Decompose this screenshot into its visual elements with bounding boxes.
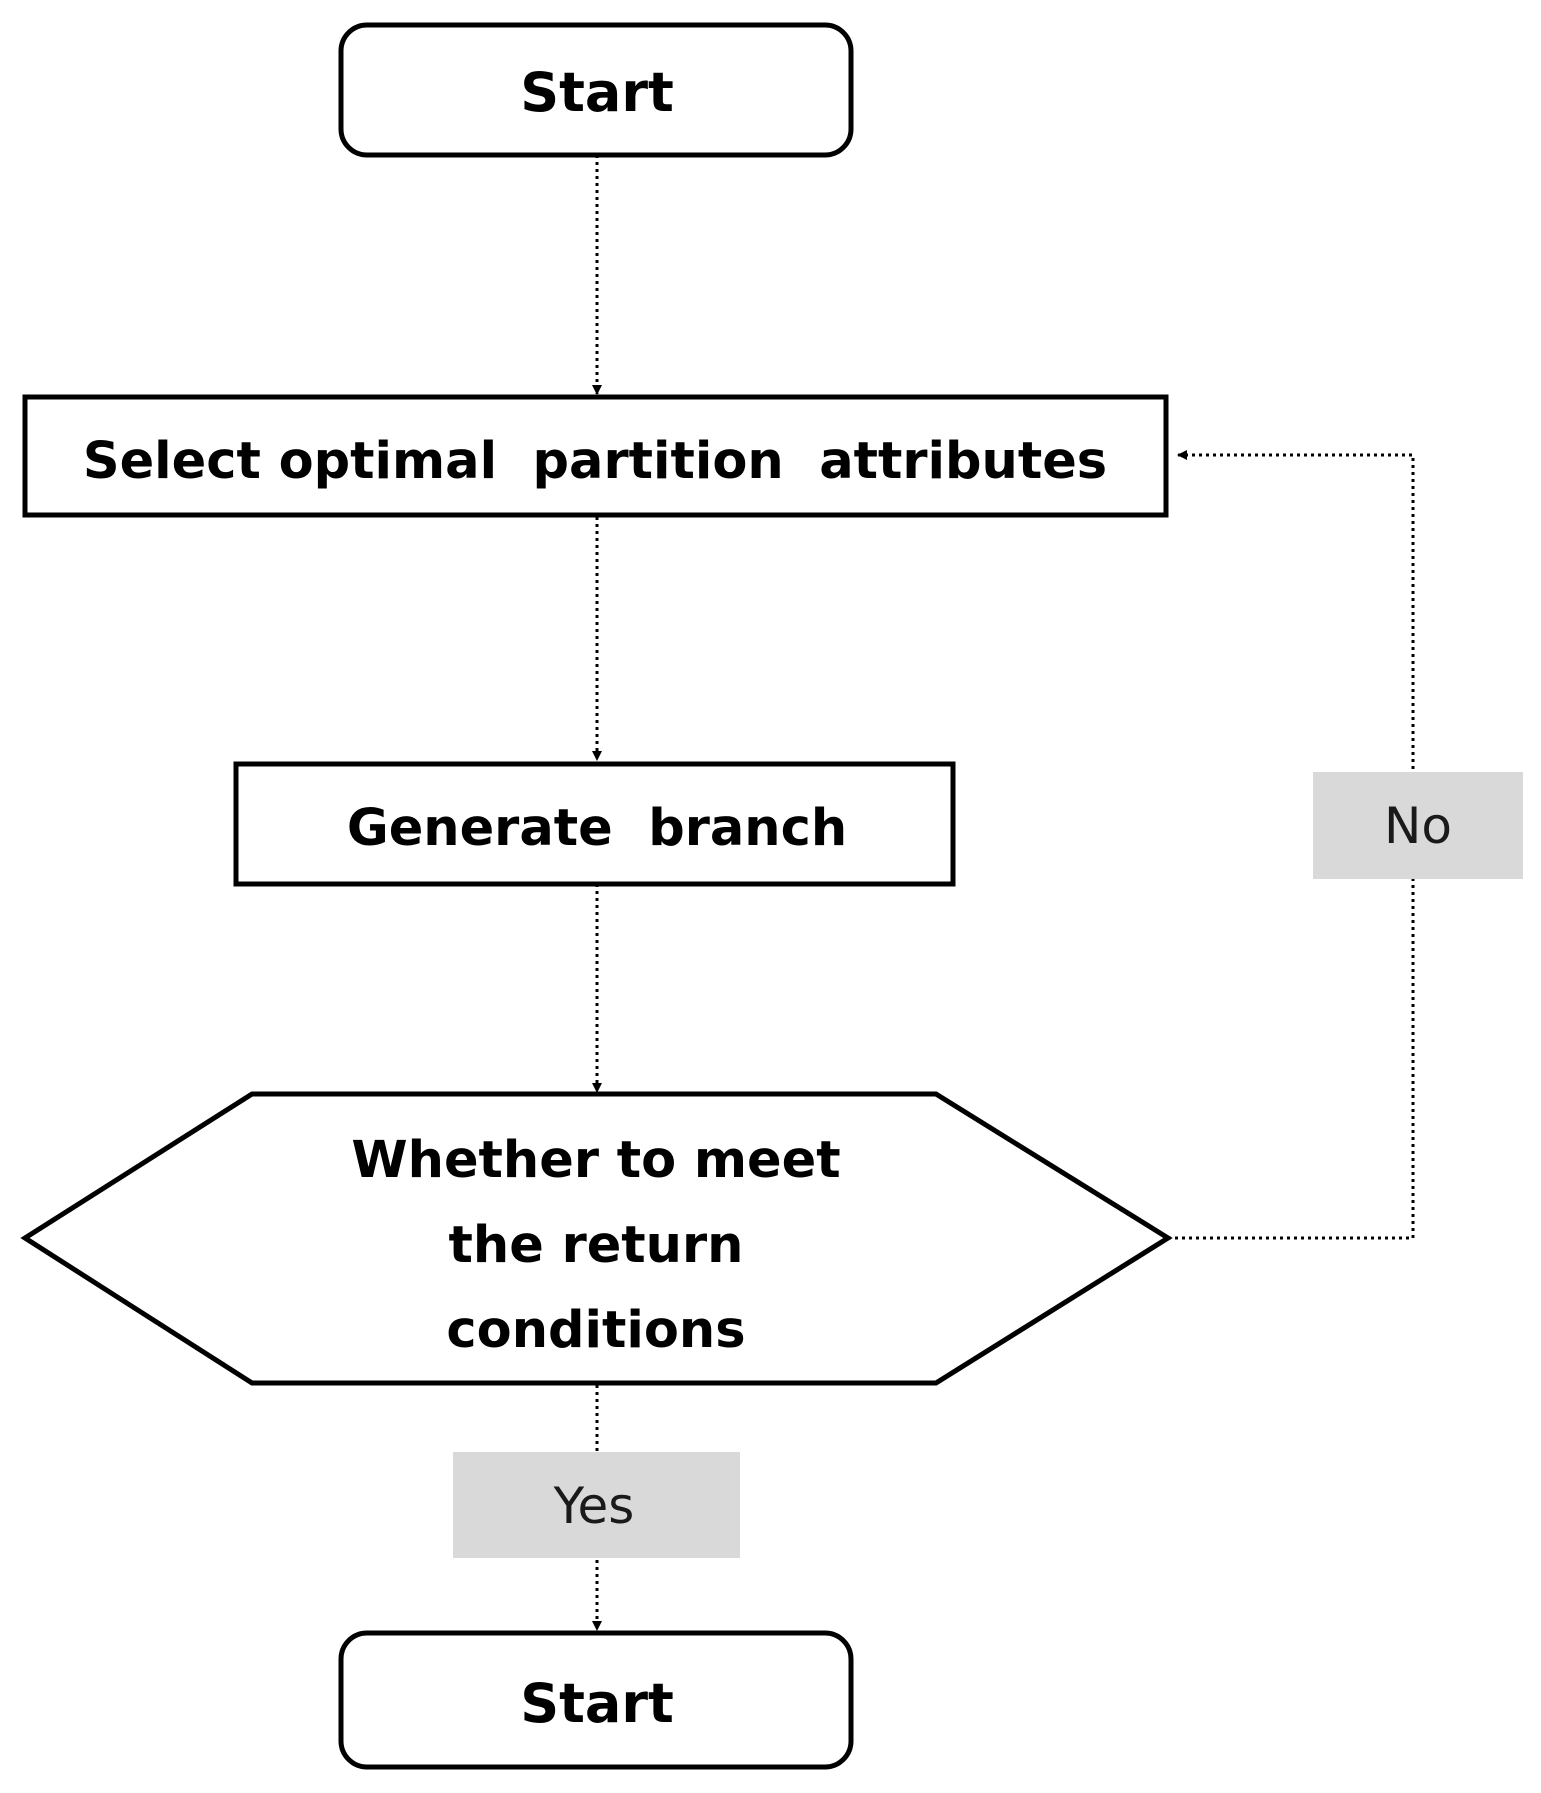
decision-hexagon	[20, 1091, 1173, 1386]
start-terminal-top	[338, 22, 854, 158]
yes-label: Yes	[553, 1477, 635, 1535]
yes-label-box	[453, 1452, 740, 1558]
start-top-label: Start	[520, 61, 674, 124]
start-bottom-label: Start	[520, 1672, 674, 1735]
select-attributes-label: Select optimal partition attributes	[83, 432, 1107, 491]
decision-line-3: conditions	[446, 1301, 745, 1360]
decision-line-2: the return	[449, 1216, 744, 1275]
start-terminal-bottom	[338, 1630, 854, 1770]
no-label: No	[1384, 797, 1452, 855]
decision-line-1: Whether to meet	[351, 1131, 840, 1190]
generate-branch-label: Generate branch	[347, 799, 847, 858]
no-label-box	[1313, 772, 1523, 879]
generate-branch-box	[233, 761, 956, 887]
select-attributes-box	[22, 394, 1169, 518]
